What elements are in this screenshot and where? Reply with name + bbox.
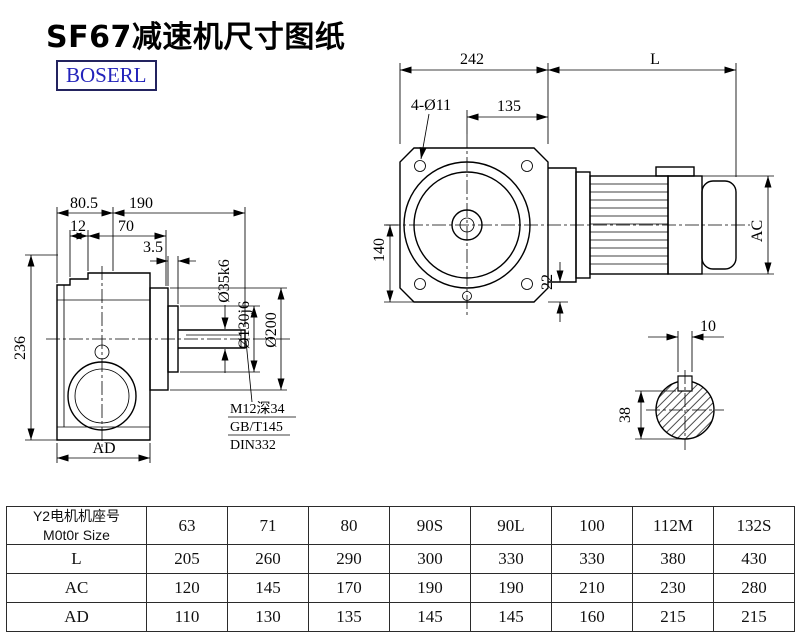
motor-size-header-cn: Y2电机机座号 [32,508,121,525]
dia-flange-callout: Ø200 [170,287,287,391]
shaft-end-note: M12深34 GB/T145 DIN332 [228,340,296,453]
bolt-hole [521,160,533,172]
dim-10-label: 10 [700,318,716,335]
dim-22-label: 22 [539,274,556,290]
dim-12: 12 [69,218,89,277]
size-header-cell: 90L [470,506,552,545]
dim-AC-label: AC [749,220,766,242]
dim-keyway-height: 38 [617,390,688,440]
bolt-holes-label: 4-Ø11 [411,97,451,114]
bolt-hole [521,278,533,290]
value-cell: 215 [713,602,795,632]
dim-242-label: 242 [460,51,484,68]
value-cell: 330 [551,544,633,574]
value-cell: 135 [308,602,390,632]
size-header-cell: 112M [632,506,714,545]
value-cell: 145 [227,573,309,603]
value-cell: 330 [470,544,552,574]
table-row-AD: AD 110 130 135 145 145 160 215 215 [6,602,795,632]
dia-spigot-label: Ø130j6 [236,301,253,349]
value-cell: 145 [389,602,471,632]
table-row-AC: AC 120 145 170 190 190 210 230 280 [6,573,795,603]
row-label-cell: L [6,544,147,574]
dim-3-5-label: 3.5 [143,239,163,256]
dim-L-label: L [650,51,660,68]
note-gb-label: GB/T145 [230,420,283,435]
dim-AD: AD [56,440,151,463]
page-title: SF67减速机尺寸图纸 [46,20,346,55]
dimension-table: Y2电机机座号 M0t0r Size 63 71 80 90S 90L 100 … [6,506,795,632]
value-cell: 160 [551,602,633,632]
value-cell: 430 [713,544,795,574]
shaft-section-view: 10 38 [617,318,724,450]
dim-80-5-label: 80.5 [70,195,98,212]
dim-80-5: 80.5 [56,195,114,283]
output-bearing-circle [67,361,137,431]
bolt-hole [414,160,426,172]
dim-135-label: 135 [497,98,521,115]
dim-AD-label: AD [92,440,115,457]
table-row-L: L 205 260 290 300 330 330 380 430 [6,544,795,574]
dim-AC: AC [702,175,774,275]
technical-drawing: 80.5 190 12 70 3.5 236 [12,51,774,463]
dim-135: 135 [466,98,548,134]
value-cell: 190 [389,573,471,603]
value-cell: 215 [632,602,714,632]
dim-140: 140 [371,224,416,303]
motor-size-header-en: M0t0r Size [43,526,110,543]
dim-3-5: 3.5 [143,239,196,304]
size-header-cell: 63 [146,506,228,545]
size-header-cell: 90S [389,506,471,545]
dia-spigot-callout: Ø130j6 [180,301,260,373]
dim-12-label: 12 [70,218,86,235]
dim-38-label: 38 [617,407,634,423]
dim-22: 22 [539,262,568,322]
dim-70-label: 70 [118,218,134,235]
left-side-view: 80.5 190 12 70 3.5 236 [12,195,296,463]
value-cell: 280 [713,573,795,603]
bolt-hole [414,278,426,290]
dim-140-label: 140 [371,238,388,262]
value-cell: 170 [308,573,390,603]
dim-236: 236 [12,254,58,441]
dia-shaft-label: Ø35k6 [216,259,233,303]
gearbox-housing [56,272,151,441]
bolt-holes-callout: 4-Ø11 [411,97,451,160]
value-cell: 190 [470,573,552,603]
size-header-cell: 100 [551,506,633,545]
note-tap-label: M12深34 [230,401,284,417]
value-cell: 120 [146,573,228,603]
value-cell: 230 [632,573,714,603]
mounting-flange-square [399,147,549,303]
size-header-cell: 80 [308,506,390,545]
size-header-cell: 132S [713,506,795,545]
dim-190: 190 [113,195,246,327]
dia-shaft-callout: Ø35k6 [216,259,233,373]
row-label-cell: AC [6,573,147,603]
row-label-cell: AD [6,602,147,632]
table-header-row: Y2电机机座号 M0t0r Size 63 71 80 90S 90L 100 … [6,506,795,545]
motor-size-header: Y2电机机座号 M0t0r Size [6,506,147,545]
value-cell: 130 [227,602,309,632]
dia-flange-label: Ø200 [263,312,280,348]
value-cell: 290 [308,544,390,574]
dim-keyway-width: 10 [648,318,724,372]
value-cell: 260 [227,544,309,574]
value-cell: 145 [470,602,552,632]
dim-L: L [548,51,737,177]
front-view: 242 L 135 4-Ø11 140 22 [371,51,774,322]
value-cell: 110 [146,602,228,632]
value-cell: 210 [551,573,633,603]
value-cell: 300 [389,544,471,574]
value-cell: 205 [146,544,228,574]
note-din-label: DIN332 [230,438,276,453]
dim-236-label: 236 [12,336,29,360]
dim-190-label: 190 [129,195,153,212]
boserl-logo: BOSERL [56,60,157,91]
input-shaft [178,329,246,349]
size-header-cell: 71 [227,506,309,545]
value-cell: 380 [632,544,714,574]
dim-242: 242 [399,51,549,144]
